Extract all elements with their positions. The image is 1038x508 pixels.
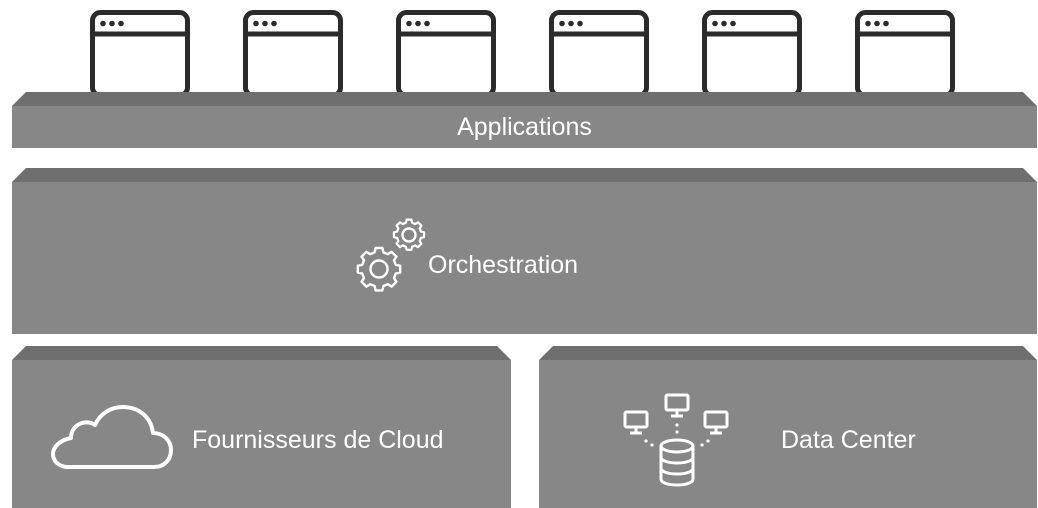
- gears-icon: [354, 214, 432, 300]
- network-database-icon: [621, 392, 733, 488]
- orchestration-label: Orchestration: [428, 251, 579, 279]
- layer-top-edge: [12, 346, 511, 360]
- cloud-providers-layer: Fournisseurs de Cloud: [12, 360, 511, 508]
- cloud-icon: [50, 404, 174, 470]
- applications-label: Applications: [457, 113, 592, 141]
- orchestration-layer: Orchestration: [12, 182, 1037, 334]
- browser-window-icon: [549, 10, 649, 98]
- data-center-layer: Data Center: [539, 360, 1037, 508]
- layer-top-edge: [12, 92, 1037, 106]
- cloud-providers-label: Fournisseurs de Cloud: [192, 426, 444, 454]
- browser-window-icon: [702, 10, 802, 98]
- applications-layer: Applications: [12, 106, 1037, 148]
- browser-window-icon: [243, 10, 343, 98]
- browser-window-icon: [855, 10, 955, 98]
- data-center-label: Data Center: [781, 426, 916, 454]
- layer-top-edge: [539, 346, 1037, 360]
- layer-top-edge: [12, 168, 1037, 182]
- browser-window-icon: [396, 10, 496, 98]
- browser-window-icon: [90, 10, 190, 98]
